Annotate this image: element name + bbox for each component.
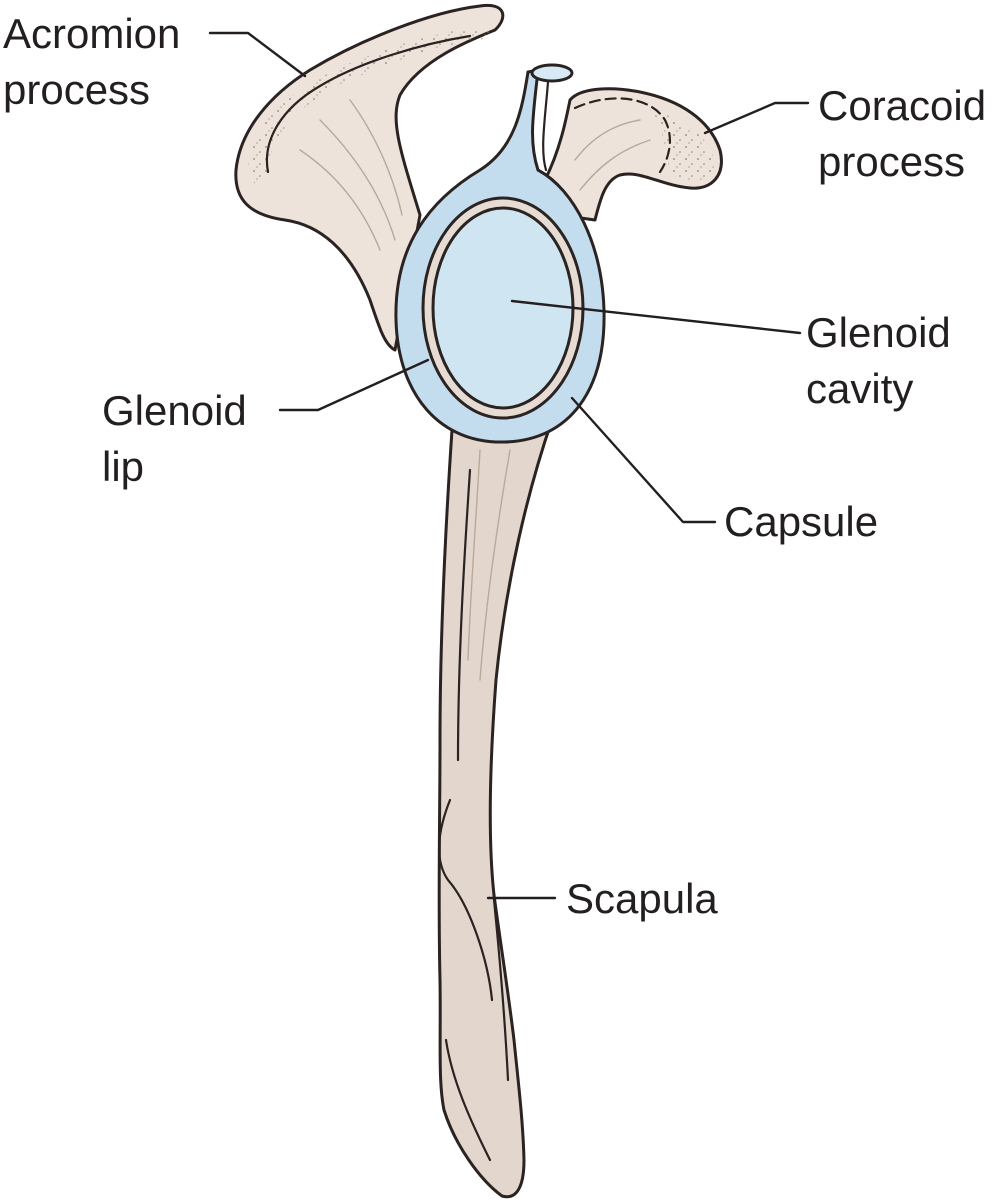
glenoid-cavity-label-line2: cavity: [806, 365, 914, 412]
scapula-shaft: [437, 418, 554, 1199]
acromion-process-label-line1: Acromion: [3, 10, 181, 57]
glenoid-cavity: [431, 206, 575, 410]
acromion-leader: [208, 31, 307, 78]
coracoid-process-label-line1: Coracoid: [818, 82, 987, 129]
capsule-label: Capsule: [724, 494, 878, 550]
glenoid-cavity-leader: [510, 299, 802, 335]
acromion-process-label: Acromion process: [3, 6, 180, 118]
glenoid-lip-label-line1: Glenoid: [102, 387, 247, 434]
scapula-label-line1: Scapula: [566, 875, 718, 922]
acromion-stipple: [248, 27, 490, 188]
acromion-process-label-line2: process: [3, 66, 151, 113]
glenoid-cavity-label: Glenoid cavity: [806, 305, 951, 417]
scapula-label: Scapula: [566, 871, 718, 927]
capsule-leader: [570, 396, 717, 524]
glenoid-lip-label-line2: lip: [102, 443, 145, 490]
glenoid-lip-label: Glenoid lip: [102, 383, 247, 495]
capsule-label-line1: Capsule: [724, 498, 879, 545]
tendon-end: [530, 63, 574, 83]
coracoid-stipple: [650, 110, 715, 183]
glenoid-cavity-label-line1: Glenoid: [806, 309, 951, 356]
glenoid-lip-leader: [278, 358, 430, 412]
coracoid-leader: [703, 101, 810, 135]
coracoid-process-label-line2: process: [818, 138, 966, 185]
coracoid-process-label: Coracoid process: [818, 78, 986, 190]
